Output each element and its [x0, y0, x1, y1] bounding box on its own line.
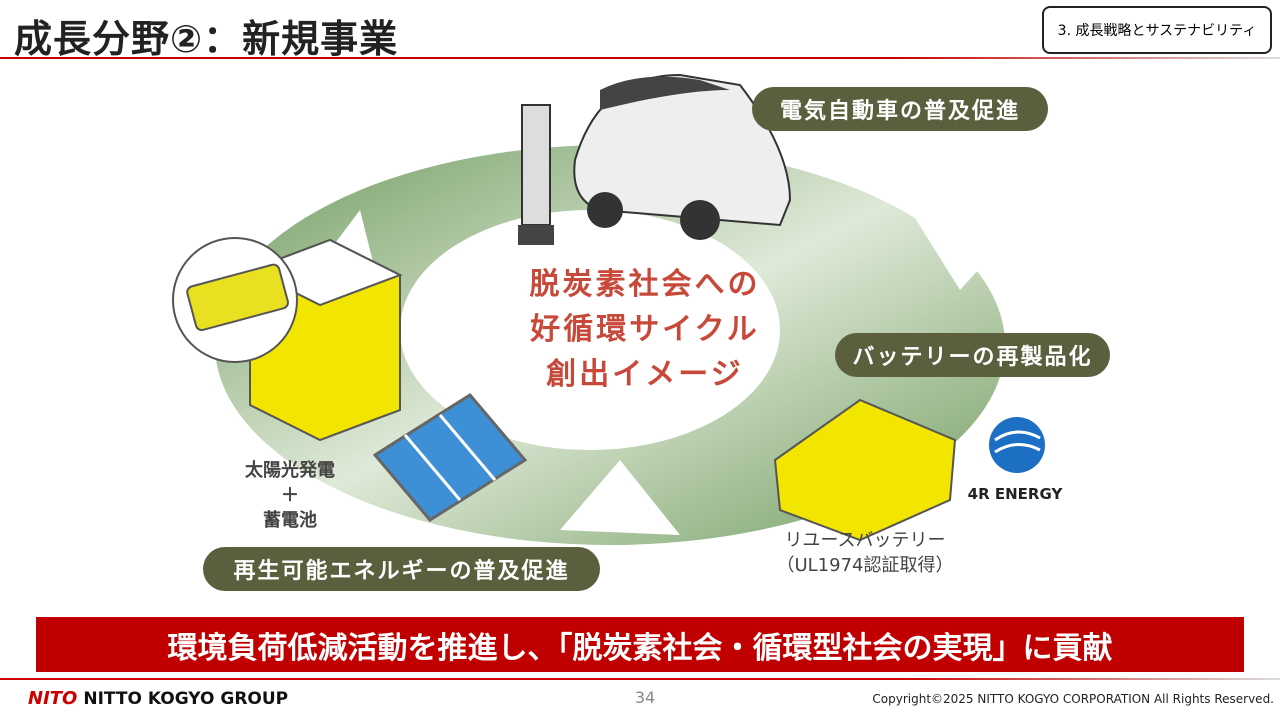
caption-line: 太陽光発電 [245, 460, 335, 481]
cycle-center [400, 210, 780, 450]
center-line: 創出イメージ [546, 357, 744, 392]
header-divider [0, 57, 1280, 59]
4r-energy-logo [989, 417, 1045, 473]
partner-logo-text: 4R ENERGY [967, 485, 1063, 503]
arrow-head-icon [910, 210, 1010, 290]
company-logo: NITO NITTO KOGYO GROUP [28, 688, 288, 709]
solar-panel-icon [372, 393, 528, 522]
label-renewable: 再生可能エネルギーの普及促進 [203, 547, 600, 591]
caption-line: ＋ [281, 485, 299, 506]
reuse-battery-icon [773, 398, 957, 542]
page-number: 34 [634, 688, 656, 707]
cycle-illustration [172, 73, 1045, 545]
electric-car-icon [573, 73, 792, 240]
summary-banner: 環境負荷低減活動を推進し、「脱炭素社会・循環型社会の実現」に貢献 [36, 617, 1244, 672]
caption-line: リユースバッテリー [784, 530, 946, 551]
logo-mark: NITO [28, 688, 78, 709]
label-ev: 電気自動車の普及促進 [752, 87, 1048, 131]
company-name: NITTO KOGYO GROUP [83, 688, 289, 709]
page-title: 成長分野②：新規事業 [14, 17, 399, 61]
battery-module-icon [186, 263, 289, 332]
caption-solar: 太陽光発電 ＋ 蓄電池 [225, 458, 355, 533]
center-line: 好循環サイクル [530, 312, 760, 347]
label-battery: バッテリーの再製品化 [835, 333, 1110, 377]
caption-line: （UL1974認証取得） [776, 555, 954, 576]
ev-charger-icon [518, 104, 554, 245]
caption-reuse: リユースバッテリー （UL1974認証取得） [750, 528, 980, 578]
footer-divider [0, 678, 1280, 680]
arrow-head-icon [560, 460, 680, 535]
copyright: Copyright©2025 NITTO KOGYO CORPORATION A… [872, 692, 1274, 706]
section-badge: 3. 成長戦略とサステナビリティ [1042, 6, 1272, 54]
cycle-center-text: 脱炭素社会への 好循環サイクル 創出イメージ [510, 262, 780, 397]
caption-line: 蓄電池 [263, 510, 317, 531]
center-line: 脱炭素社会への [529, 267, 761, 302]
